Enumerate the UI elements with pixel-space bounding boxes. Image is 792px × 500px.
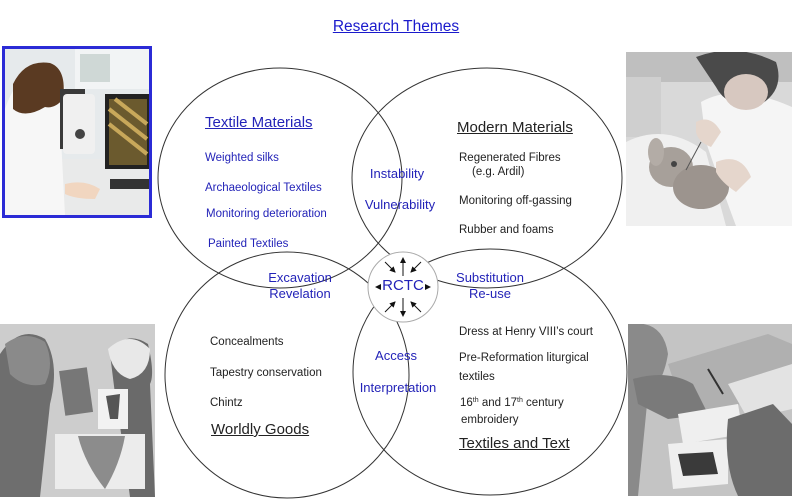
item-monitoring-off-gassing: Monitoring off-gassing [459, 195, 572, 207]
overlap-access: Access [375, 348, 417, 363]
microscope-photo-illustration [5, 49, 149, 215]
item-regenerated-fibres: Regenerated Fibres [459, 152, 561, 164]
bidirectional-arrows-icon [384, 257, 422, 317]
item-dress-henry-viii: Dress at Henry VIII’s court [459, 326, 593, 338]
sup-th: th [472, 397, 479, 404]
circle-textile-materials [157, 67, 403, 289]
diagram-title: Research Themes [332, 18, 460, 35]
item-ardil-example: (e.g. Ardil) [472, 166, 525, 178]
item-concealments: Concealments [210, 336, 284, 348]
item-archaeological-textiles: Archaeological Textiles [205, 182, 322, 194]
circle-textiles-and-text [352, 248, 628, 496]
item-embroidery: embroidery [461, 414, 519, 426]
photo-textile-documentation [628, 324, 792, 496]
heading-worldly-goods: Worldly Goods [211, 421, 310, 438]
item-weighted-silks: Weighted silks [205, 152, 279, 164]
overlap-substitution: Substitution [456, 270, 524, 285]
overlap-excavation: Excavation [268, 270, 332, 285]
item-chintz: Chintz [210, 397, 243, 409]
sup-th-2: th [517, 397, 523, 404]
item-liturgical-textiles: textiles [459, 371, 495, 383]
photo-microscope-researcher [2, 46, 152, 218]
overlap-revelation: Revelation [269, 286, 331, 301]
rctc-label: RCTC [382, 277, 424, 294]
overlap-vulnerability: Vulnerability [364, 197, 436, 212]
overlap-re-use: Re-use [469, 286, 511, 301]
text-16: 16 [460, 397, 473, 409]
item-monitoring-deterioration: Monitoring deterioration [206, 208, 327, 220]
item-tapestry-conservation: Tapestry conservation [210, 367, 322, 379]
arrow-right-icon [425, 284, 431, 290]
text-and-17: and 17 [478, 397, 518, 409]
heading-textiles-and-text: Textiles and Text [459, 435, 570, 452]
archaeological-photo-illustration [0, 324, 155, 497]
heading-textile-materials: Textile Materials [205, 114, 313, 131]
photo-teddy-bear-conservation [626, 52, 792, 226]
item-16th-17th-century: 16th and 17th century [460, 396, 564, 410]
text-century: century [522, 397, 564, 409]
teddy-bear-photo-illustration [626, 52, 792, 226]
rctc-center-circle [367, 251, 439, 323]
documentation-photo-illustration [628, 324, 792, 496]
item-painted-textiles: Painted Textiles [208, 238, 289, 250]
overlap-interpretation: Interpretation [359, 380, 437, 395]
photo-archaeological-textile-study [0, 324, 155, 497]
item-pre-reformation-liturgical: Pre-Reformation liturgical [459, 352, 589, 364]
circle-modern-materials [351, 67, 623, 289]
arrow-left-icon [375, 284, 381, 290]
overlap-instability: Instability [369, 166, 425, 181]
circle-worldly-goods [164, 251, 410, 499]
item-rubber-and-foams: Rubber and foams [459, 224, 554, 236]
heading-modern-materials: Modern Materials [457, 119, 573, 136]
